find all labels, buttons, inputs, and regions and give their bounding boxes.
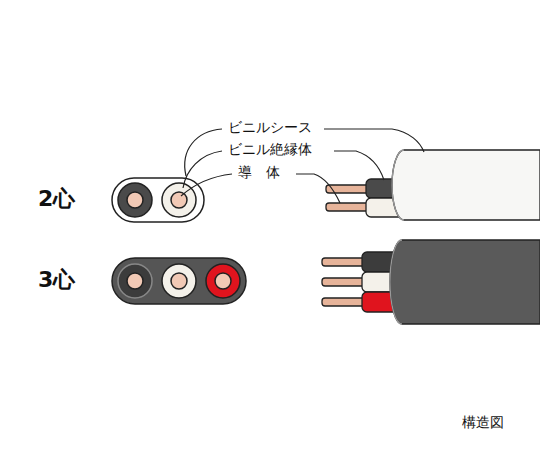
conductor bbox=[127, 192, 143, 208]
conductor bbox=[171, 273, 187, 289]
conductor bbox=[322, 298, 368, 306]
sheath bbox=[390, 240, 540, 324]
sheath bbox=[392, 150, 540, 220]
leader-line bbox=[334, 151, 384, 180]
two-core-section bbox=[112, 178, 204, 222]
part-name: ビニル絶縁体 bbox=[228, 141, 312, 158]
core-count: 2心 bbox=[38, 186, 75, 212]
insulation-white bbox=[162, 264, 196, 298]
leader-line bbox=[324, 129, 424, 152]
conductor bbox=[322, 258, 368, 266]
sheath-edge bbox=[390, 240, 402, 324]
conductor bbox=[171, 192, 187, 208]
insulation-black bbox=[118, 264, 152, 298]
conductor bbox=[326, 185, 372, 193]
caption: 構造図 bbox=[462, 414, 504, 431]
insulation-red bbox=[206, 264, 240, 298]
sheath-outline bbox=[112, 258, 246, 304]
conductor bbox=[215, 273, 231, 289]
core-count: 3心 bbox=[38, 267, 75, 293]
two-core-cable bbox=[326, 150, 540, 220]
conductor bbox=[322, 278, 368, 286]
conductor bbox=[127, 273, 143, 289]
leader-line bbox=[296, 174, 340, 203]
leader-lines bbox=[181, 129, 424, 203]
sheath-edge bbox=[392, 150, 404, 220]
three-core-section bbox=[112, 258, 246, 304]
part-name: 導 体 bbox=[238, 164, 280, 181]
sheath-outline bbox=[112, 178, 204, 222]
three-core-cable bbox=[322, 240, 540, 324]
conductor bbox=[326, 203, 372, 211]
leader-line bbox=[181, 174, 232, 196]
part-name: ビニルシース bbox=[228, 119, 312, 136]
insulation-black bbox=[118, 183, 152, 217]
